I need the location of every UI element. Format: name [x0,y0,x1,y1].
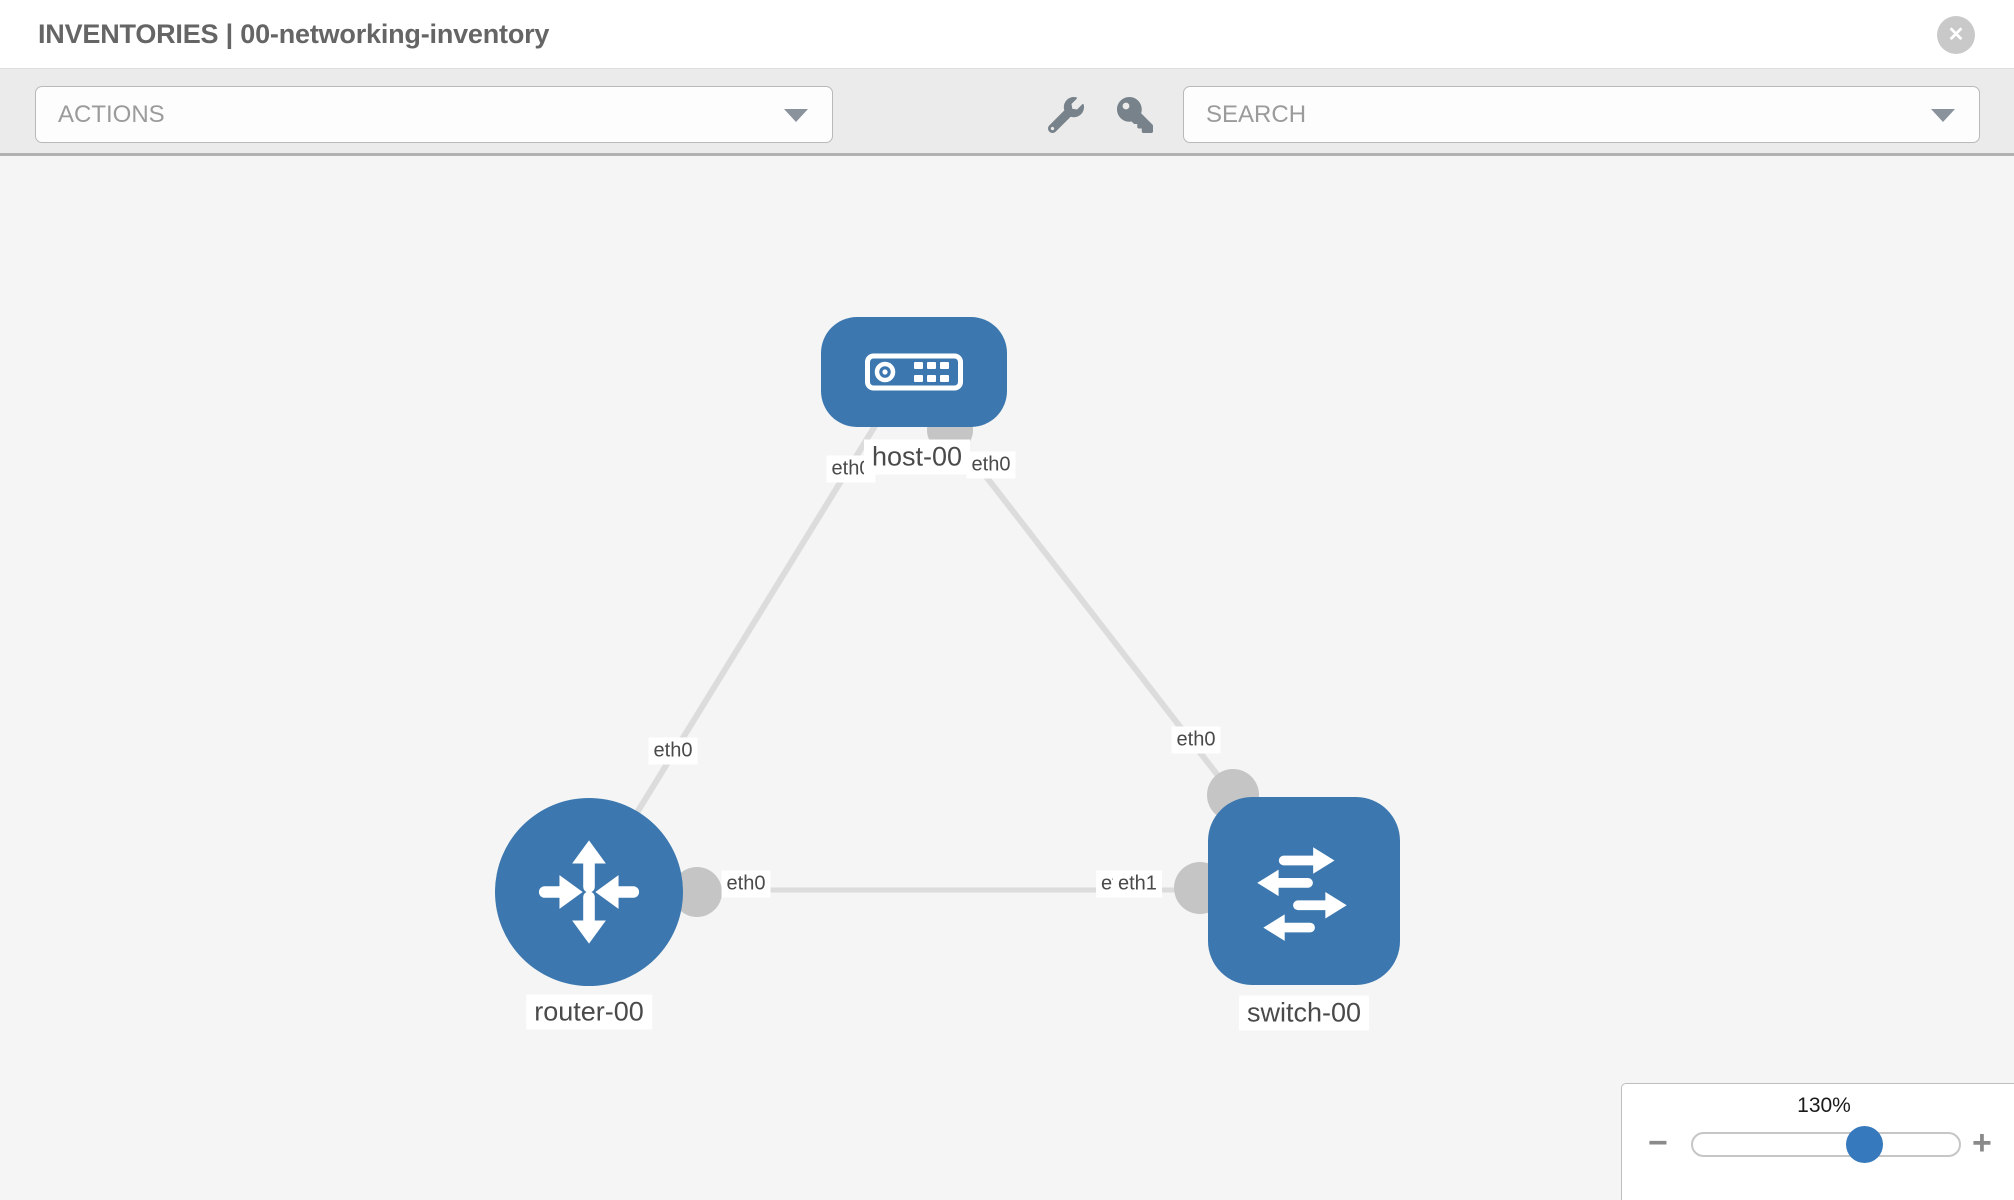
interface-label: eth0 [721,870,771,898]
server-icon [865,353,963,391]
switch-icon [1257,847,1347,941]
node-label-switch: switch-00 [1238,995,1370,1031]
node-router-00[interactable] [495,798,683,986]
zoom-out-button[interactable]: − [1648,1124,1668,1162]
page-header: INVENTORIES | 00-networking-inventory ✕ [0,0,2014,69]
minus-icon: − [1648,1124,1668,1162]
adhoc-commands-button[interactable] [1044,93,1088,137]
interface-label: eth1 [1113,870,1162,898]
plus-icon: + [1972,1124,1992,1162]
actions-dropdown-label: ACTIONS [58,101,165,128]
node-switch-00[interactable] [1208,797,1400,985]
chevron-down-icon [1931,109,1955,122]
actions-dropdown[interactable]: ACTIONS [35,86,833,143]
key-icon [1117,97,1153,133]
interface-label: eth0 [648,737,698,765]
zoom-panel: 130% − + [1621,1083,2014,1200]
topology-canvas[interactable]: eth0 eth0 eth0 eth0 eth0 eth0 eth1 host-… [0,156,2014,1200]
interface-label: eth0 [966,451,1016,479]
toolbar: ACTIONS SEARCH [0,69,2014,156]
zoom-in-button[interactable]: + [1972,1124,1992,1162]
router-icon [538,840,640,944]
page-title: INVENTORIES | 00-networking-inventory [38,19,550,49]
interface-label: eth0 [1171,726,1221,754]
zoom-level: 130% [1797,1094,1851,1117]
search-dropdown-label: SEARCH [1206,101,1307,128]
node-host-00[interactable] [821,317,1007,427]
wrench-icon [1048,97,1084,133]
close-button[interactable]: ✕ [1937,16,1975,54]
zoom-slider-knob[interactable] [1846,1126,1883,1163]
zoom-slider-track[interactable] [1691,1132,1961,1157]
credentials-button[interactable] [1113,93,1157,137]
close-icon: ✕ [1947,24,1965,46]
node-label-router: router-00 [526,994,652,1030]
search-dropdown[interactable]: SEARCH [1183,86,1980,143]
node-label-host: host-00 [863,439,971,475]
interface-connector-router [672,867,722,917]
chevron-down-icon [784,109,808,122]
topology-links-layer [627,407,1259,917]
